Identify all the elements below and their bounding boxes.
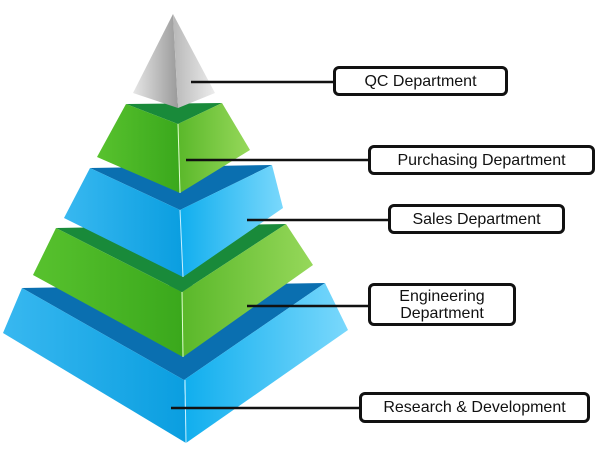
pyramid-level-purchasing (97, 103, 250, 194)
label-research-development: Research & Development (359, 392, 590, 423)
label-purchasing-department: Purchasing Department (368, 145, 595, 175)
label-sales-department: Sales Department (388, 204, 565, 234)
pyramid-level-qc (133, 14, 215, 108)
label-engineering-department: Engineering Department (368, 283, 516, 326)
label-qc-department: QC Department (333, 66, 508, 96)
pyramid-level-sales (64, 165, 283, 278)
